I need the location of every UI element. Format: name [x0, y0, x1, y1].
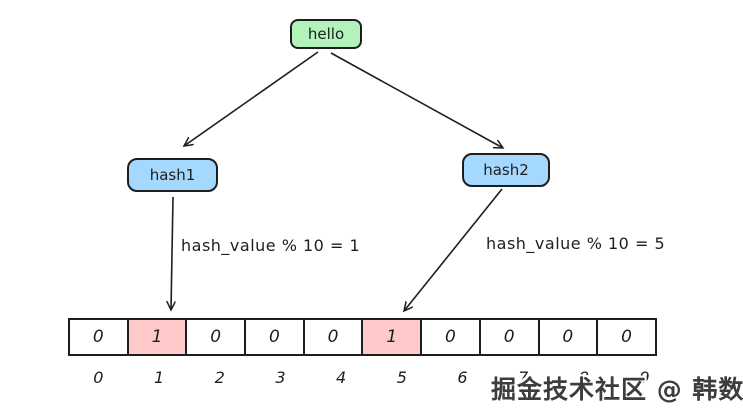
bit-cell-5: 1 — [361, 318, 423, 356]
bit-cell-4: 0 — [302, 318, 364, 356]
node-hello-label: hello — [307, 25, 345, 43]
node-hash2-label: hash2 — [483, 161, 529, 179]
bit-index-4: 4 — [336, 368, 347, 387]
edge-label-hash2-mod: hash_value % 10 = 5 — [486, 234, 666, 253]
bit-index-9: 9 — [639, 368, 650, 387]
node-hash1-label: hash1 — [149, 166, 196, 184]
bit-index-0: 0 — [93, 368, 104, 387]
watermark: 掘金技术社区 @ 韩数 — [491, 375, 743, 404]
bit-cell-7: 0 — [478, 318, 540, 356]
arrow-hello-to-hash1 — [184, 51, 319, 146]
arrow-hash2-to-cell5 — [404, 188, 503, 311]
bit-index-1: 1 — [153, 368, 165, 387]
bit-array-indices: 0 1 2 3 4 5 6 7 8 9 — [68, 368, 675, 387]
arrow-hello-to-hash2 — [330, 52, 503, 148]
bit-index-8: 8 — [578, 368, 589, 387]
bit-index-2: 2 — [214, 368, 225, 387]
bit-cell-8: 0 — [537, 318, 599, 356]
bit-cell-6: 0 — [420, 318, 481, 356]
bit-index-6: 6 — [457, 368, 468, 387]
bit-cell-1: 1 — [126, 318, 188, 356]
arrow-hash1-to-cell1 — [171, 196, 173, 310]
bit-cell-0: 0 — [68, 318, 129, 356]
node-hash1: hash1 — [127, 158, 218, 192]
bit-cell-9: 0 — [596, 318, 657, 356]
bit-cell-2: 0 — [185, 318, 247, 356]
bit-index-3: 3 — [275, 368, 286, 387]
bit-index-5: 5 — [396, 368, 407, 387]
bit-index-7: 7 — [518, 368, 529, 387]
edge-label-hash1-mod: hash_value % 10 = 1 — [181, 236, 361, 255]
bit-cell-3: 0 — [244, 318, 305, 356]
node-hash2: hash2 — [462, 153, 550, 187]
node-hello: hello — [290, 19, 362, 49]
